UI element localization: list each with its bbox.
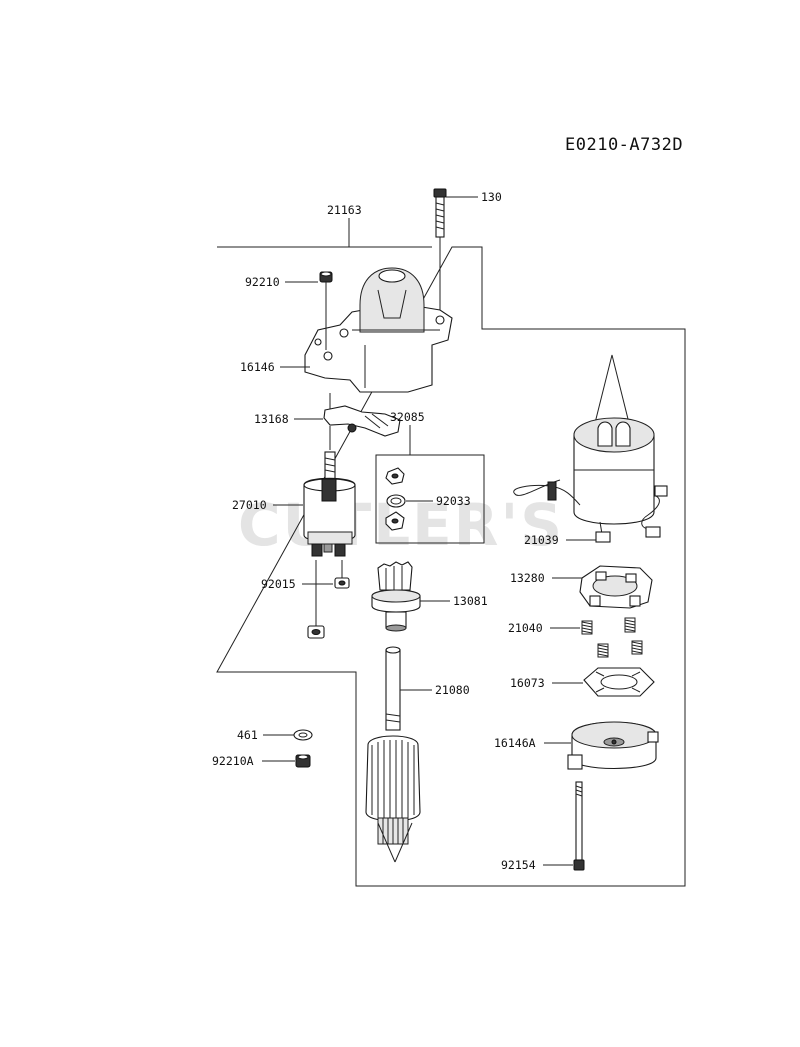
bolt-130[interactable]	[433, 188, 447, 238]
label-13168[interactable]: 13168	[254, 412, 289, 426]
label-21040[interactable]: 21040	[508, 621, 543, 635]
kit-32085-box	[375, 454, 485, 544]
label-92154[interactable]: 92154	[501, 858, 536, 872]
lever-13168[interactable]	[323, 405, 401, 437]
housing-16146[interactable]	[304, 267, 453, 393]
brush-holder-13280[interactable]	[579, 565, 653, 609]
washer-461[interactable]	[293, 729, 313, 741]
label-27010[interactable]: 27010	[232, 498, 267, 512]
label-32085[interactable]: 32085	[390, 410, 425, 424]
label-130[interactable]: 130	[481, 190, 502, 204]
kit-part-bottom[interactable]	[385, 511, 405, 531]
diagram-code: E0210-A732D	[565, 135, 683, 155]
yoke-21039[interactable]	[513, 417, 668, 543]
label-16146A[interactable]: 16146A	[494, 736, 536, 750]
yoke-arrow	[594, 354, 630, 424]
nut-92210A[interactable]	[295, 754, 311, 768]
nut-92015-a[interactable]	[334, 577, 350, 589]
label-92210A[interactable]: 92210A	[212, 754, 254, 768]
label-21080[interactable]: 21080	[435, 683, 470, 697]
label-92033[interactable]: 92033	[436, 494, 471, 508]
label-16146[interactable]: 16146	[240, 360, 275, 374]
label-21163[interactable]: 21163	[327, 203, 362, 217]
brush-spring-21040-b[interactable]	[624, 617, 636, 633]
brush-spring-21040-c[interactable]	[597, 643, 609, 658]
nut-92210[interactable]	[319, 271, 333, 283]
label-16073[interactable]: 16073	[510, 676, 545, 690]
armature-21080[interactable]	[365, 646, 421, 845]
end-cover-16146A[interactable]	[567, 721, 659, 770]
o-ring-92033[interactable]	[386, 494, 406, 508]
label-92015[interactable]: 92015	[261, 577, 296, 591]
brush-spring-21040-d[interactable]	[631, 640, 643, 655]
assembly-outline	[216, 246, 686, 887]
label-13280[interactable]: 13280	[510, 571, 545, 585]
label-461[interactable]: 461	[237, 728, 258, 742]
pinion-13081[interactable]	[371, 561, 421, 632]
plate-16073[interactable]	[583, 667, 655, 697]
armature-arrow	[377, 822, 413, 863]
brush-spring-21040-a[interactable]	[581, 620, 593, 635]
nut-92015-b[interactable]	[307, 625, 325, 639]
kit-part-top[interactable]	[385, 467, 405, 485]
label-92210[interactable]: 92210	[245, 275, 280, 289]
solenoid-27010[interactable]	[303, 451, 356, 557]
label-21039[interactable]: 21039	[524, 533, 559, 547]
through-bolt-92154[interactable]	[573, 781, 585, 871]
label-13081[interactable]: 13081	[453, 594, 488, 608]
